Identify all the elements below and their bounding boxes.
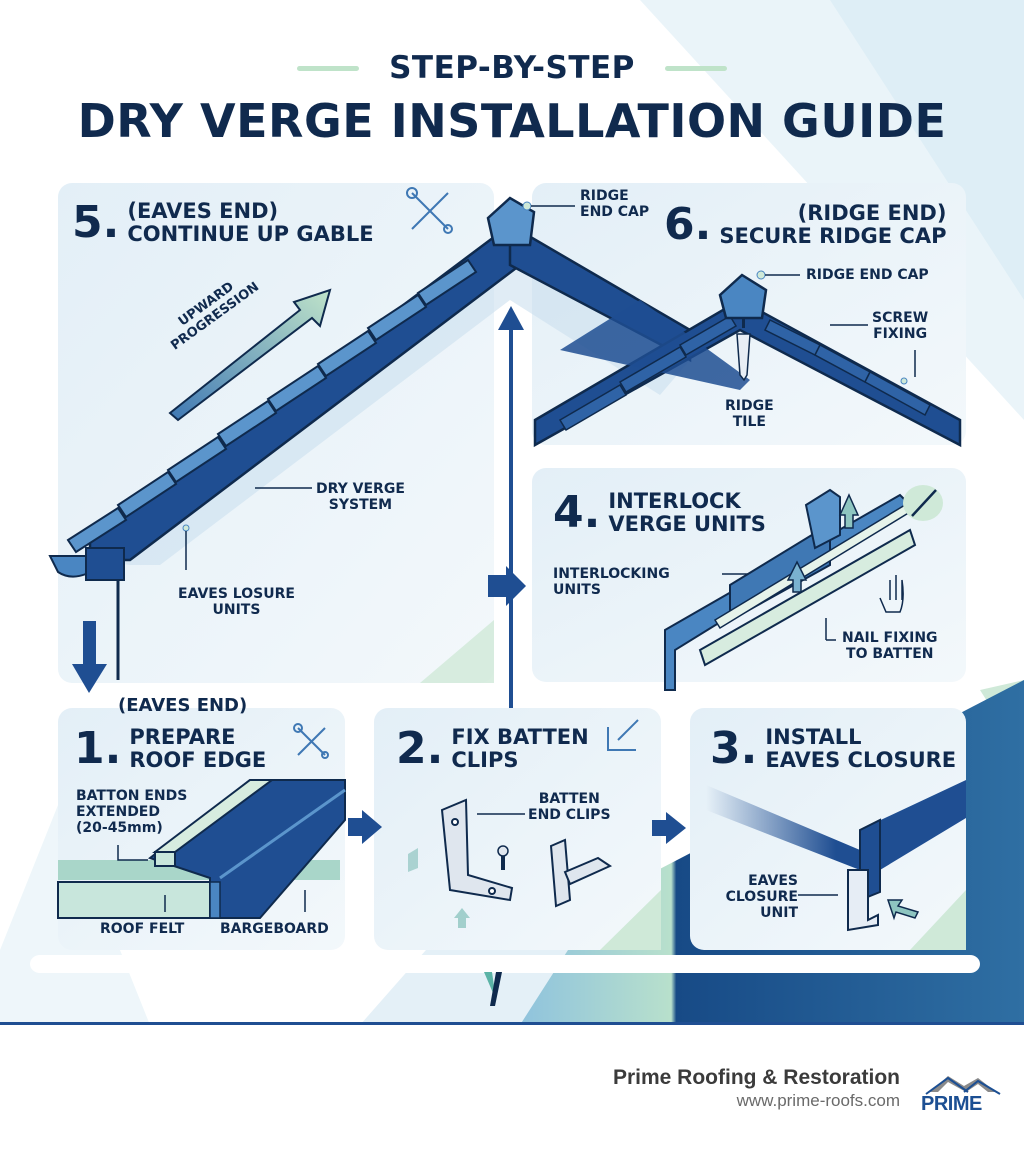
step-3-number: 3.	[710, 722, 758, 774]
roof-felt-label: ROOF FELT	[100, 921, 185, 937]
card-step-2	[374, 708, 661, 950]
prime-logo-text: PRIME	[921, 1093, 982, 1115]
step-2-number: 2.	[396, 722, 444, 774]
bracket-screw-icon	[607, 719, 639, 751]
step-5-title: CONTINUE UP GABLE	[127, 221, 374, 246]
hand-icon	[879, 575, 904, 613]
step-5-tag: (EAVES END)	[127, 199, 279, 223]
upward-arrow	[168, 288, 332, 422]
l-bracket-icon	[440, 798, 514, 902]
step-6-number: 6.	[664, 198, 712, 250]
subtitle: STEP-BY-STEP	[297, 50, 727, 86]
step-1-number: 1.	[74, 722, 122, 774]
footer	[0, 1025, 1024, 1154]
title-decor-left	[297, 65, 360, 71]
nail-icon	[911, 489, 937, 517]
bargeboard-label: BARGEBOARD	[220, 921, 329, 937]
t-bracket-icon	[549, 838, 613, 908]
step-5-number: 5.	[72, 196, 120, 248]
tools-icon-step1	[293, 723, 329, 759]
prime-logo-roof-icon	[925, 1076, 1001, 1095]
step-5-heading: 5. (EAVES END) CONTINUE UP GABLE	[72, 200, 374, 245]
company-url[interactable]: www.prime-roofs.com	[736, 1091, 900, 1110]
subtitle-text: STEP-BY-STEP	[389, 50, 635, 86]
tools-icon-step5	[406, 187, 453, 234]
ridge-cap-shape	[486, 196, 536, 247]
card-step-3	[690, 708, 966, 950]
page-title: DRY VERGE INSTALLATION GUIDE	[77, 94, 947, 148]
step-6-tag: (RIDGE END)	[797, 201, 947, 225]
ridge-end-cap-label: RIDGE END CAP	[806, 267, 929, 283]
step-1-tag: (EAVES END)	[118, 695, 248, 716]
screw-icon	[497, 845, 509, 870]
company-info: Prime Roofing & Restoration www.prime-ro…	[613, 1066, 900, 1111]
header: STEP-BY-STEP DRY VERGE INSTALLATION GUID…	[0, 50, 1024, 148]
title-decor-right	[664, 65, 727, 71]
company-name: Prime Roofing & Restoration	[612, 1066, 900, 1089]
step-6-heading: 6. (RIDGE END) SECURE RIDGE CAP	[664, 202, 946, 247]
step-4-number: 4.	[553, 486, 601, 538]
verge-unit-illustration	[664, 488, 917, 691]
step-6-title: SECURE RIDGE CAP	[719, 223, 947, 248]
